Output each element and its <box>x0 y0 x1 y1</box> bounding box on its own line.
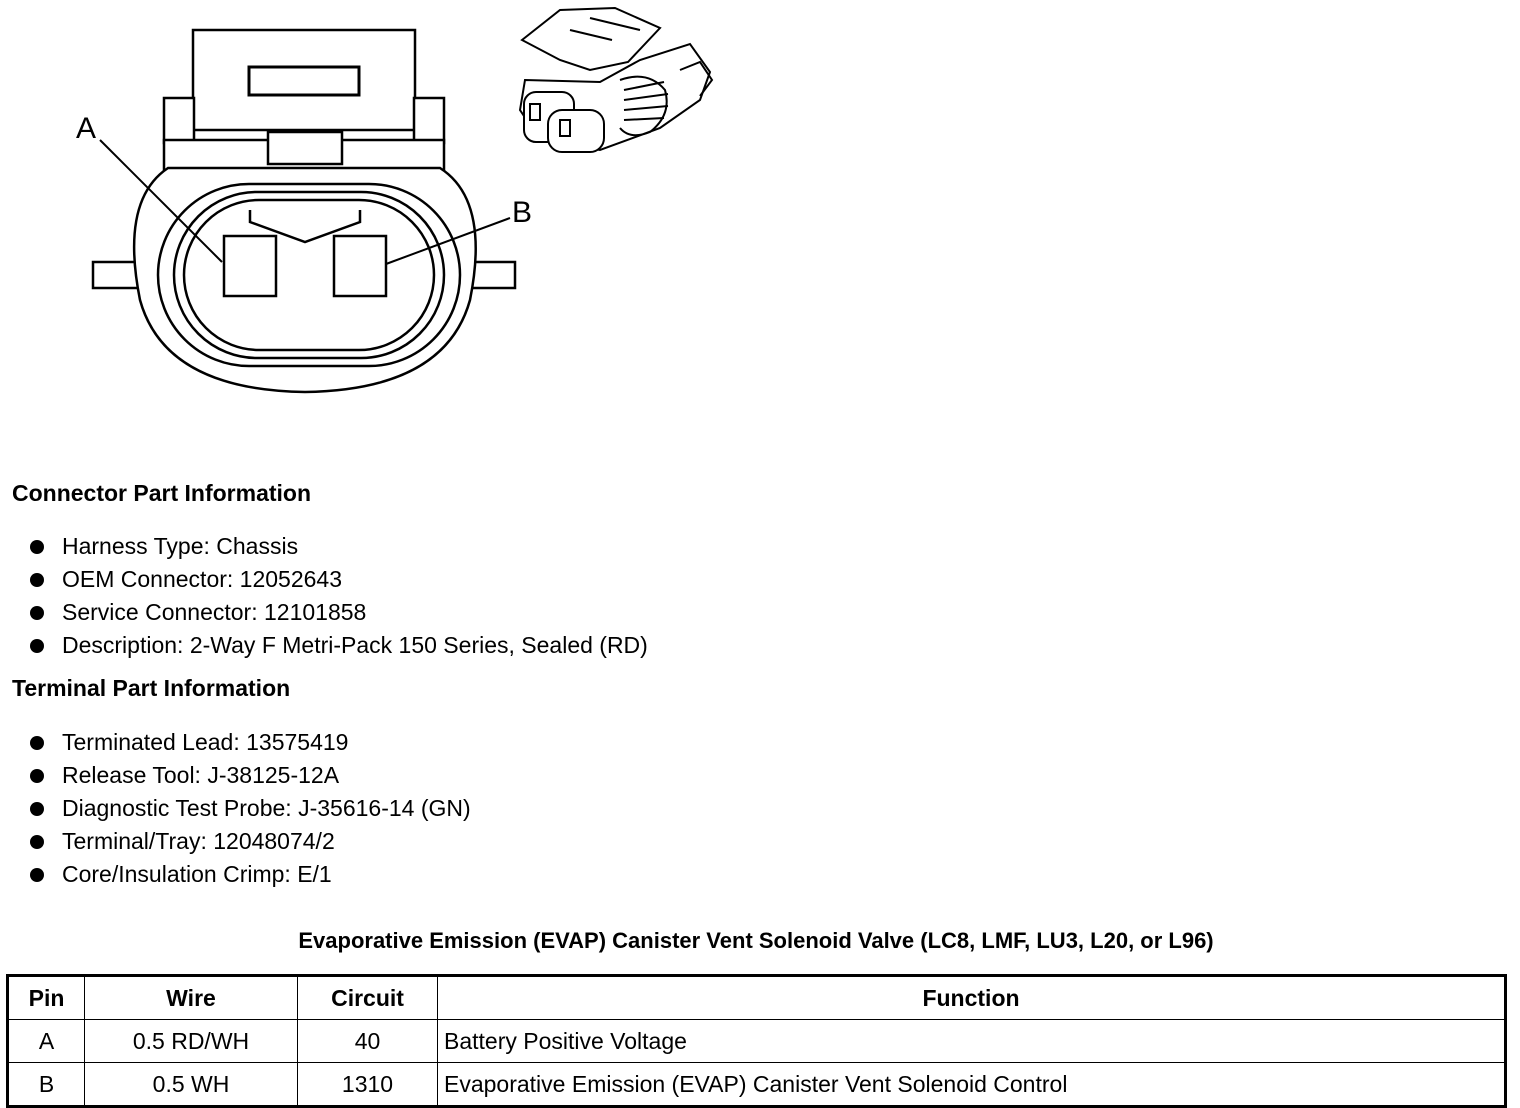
bullet-icon <box>30 867 44 882</box>
cell-pin: A <box>7 1019 85 1063</box>
header-circuit: Circuit <box>297 975 438 1020</box>
list-item: Description: 2-Way F Metri-Pack 150 Seri… <box>30 629 648 662</box>
list-item: OEM Connector: 12052643 <box>30 563 648 596</box>
cell-function: Battery Positive Voltage <box>437 1019 1506 1063</box>
bullet-icon <box>30 735 44 750</box>
bullet-icon <box>30 605 44 620</box>
list-item: Terminated Lead: 13575419 <box>30 726 471 759</box>
terminal-info-title: Terminal Part Information <box>12 675 291 701</box>
connector-info-title: Connector Part Information <box>12 480 312 506</box>
cell-circuit: 40 <box>297 1019 438 1063</box>
connector-face-drawing <box>91 28 517 394</box>
pin-table-title: Evaporative Emission (EVAP) Canister Ven… <box>298 928 1214 953</box>
cell-wire: 0.5 RD/WH <box>84 1019 298 1063</box>
pin-table: Pin Wire Circuit Function A 0.5 RD/WH 40… <box>6 974 1507 1108</box>
bullet-icon <box>30 539 44 554</box>
bullet-icon <box>30 638 44 653</box>
pin-label-b: B <box>512 196 532 229</box>
list-item: Harness Type: Chassis <box>30 530 648 563</box>
pin-label-a: A <box>76 112 96 145</box>
connector-diagram: A B <box>76 6 714 394</box>
table-row: A 0.5 RD/WH 40 Battery Positive Voltage <box>7 1019 1506 1063</box>
list-item: Release Tool: J-38125-12A <box>30 759 471 792</box>
list-item: Diagnostic Test Probe: J-35616-14 (GN) <box>30 792 471 825</box>
header-wire: Wire <box>84 975 298 1020</box>
header-pin: Pin <box>7 975 85 1020</box>
table-header-row: Pin Wire Circuit Function <box>7 975 1506 1020</box>
cell-function: Evaporative Emission (EVAP) Canister Ven… <box>437 1062 1506 1107</box>
bullet-icon <box>30 572 44 587</box>
header-function: Function <box>437 975 1506 1020</box>
bullet-icon <box>30 801 44 816</box>
bullet-icon <box>30 834 44 849</box>
cell-wire: 0.5 WH <box>84 1062 298 1107</box>
list-item: Service Connector: 12101858 <box>30 596 648 629</box>
list-item: Core/Insulation Crimp: E/1 <box>30 858 471 891</box>
terminal-info-list: Terminated Lead: 13575419 Release Tool: … <box>30 726 471 891</box>
connector-perspective-drawing <box>518 6 714 153</box>
bullet-icon <box>30 768 44 783</box>
cell-circuit: 1310 <box>297 1062 438 1107</box>
cell-pin: B <box>7 1062 85 1107</box>
table-row: B 0.5 WH 1310 Evaporative Emission (EVAP… <box>7 1062 1506 1107</box>
connector-info-list: Harness Type: Chassis OEM Connector: 120… <box>30 530 648 662</box>
list-item: Terminal/Tray: 12048074/2 <box>30 825 471 858</box>
